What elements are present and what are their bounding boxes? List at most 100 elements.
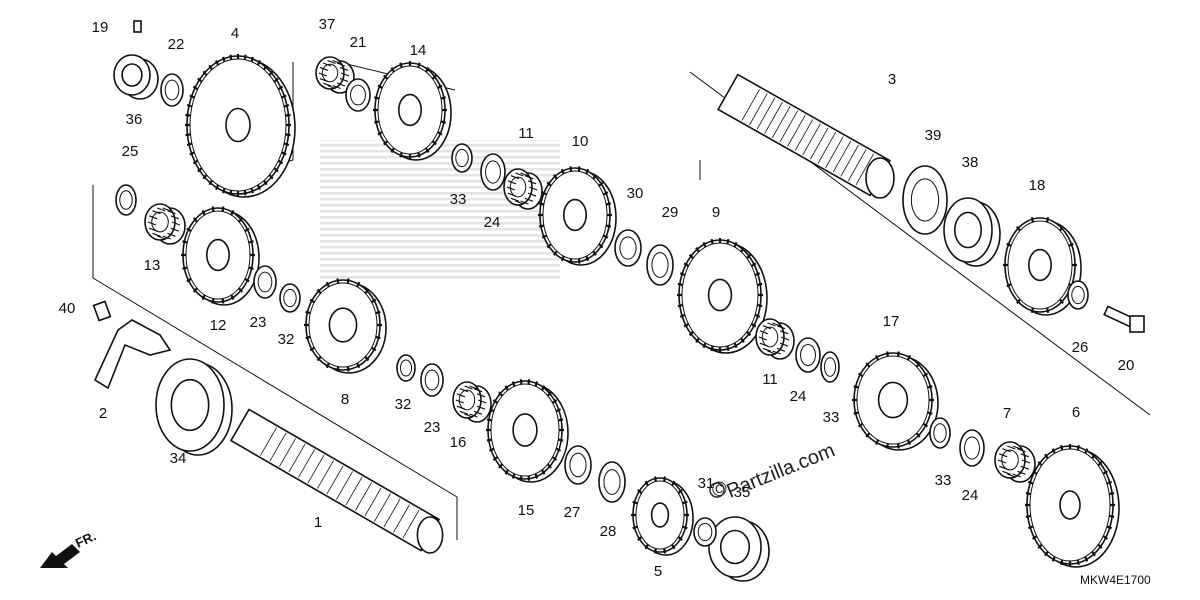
callout-21: 21 <box>350 34 367 51</box>
callout-20: 20 <box>1118 357 1135 374</box>
circlip-33a <box>451 143 473 173</box>
needle-bearing-16 <box>452 381 492 423</box>
callout-14: 14 <box>410 42 427 59</box>
callout-24: 24 <box>484 214 501 231</box>
watermark-text: Partzilla.com <box>724 439 838 502</box>
circlip-39 <box>902 165 948 235</box>
callout-30: 30 <box>627 185 644 202</box>
callout-36: 36 <box>126 111 143 128</box>
callout-numbers: 1234567891011111213141516171819202122232… <box>59 16 1135 580</box>
bearing-36 <box>113 54 159 100</box>
washer-28 <box>598 461 626 503</box>
callout-33: 33 <box>935 472 952 489</box>
gear-5 <box>631 476 694 556</box>
gear-14 <box>373 61 452 161</box>
washer-23a <box>253 265 277 299</box>
diagram-code: MKW4E1700 <box>1080 573 1151 587</box>
callout-2: 2 <box>99 405 107 422</box>
gear-4 <box>185 54 296 198</box>
countershaft <box>717 73 895 199</box>
pin-19 <box>133 20 142 33</box>
callout-16: 16 <box>450 434 467 451</box>
mainshaft <box>229 408 444 554</box>
callout-23: 23 <box>424 419 441 436</box>
bearing-35 <box>708 516 770 582</box>
washer-23b <box>420 363 444 397</box>
callout-25: 25 <box>122 143 139 160</box>
bushing-13 <box>144 203 186 245</box>
callout-3: 3 <box>888 71 896 88</box>
callout-10: 10 <box>572 133 589 150</box>
circlip-32b <box>396 354 416 382</box>
circlip-33c <box>929 417 951 449</box>
honda-watermark-logo <box>320 140 560 280</box>
bracket-2 <box>93 319 172 390</box>
washer-30 <box>614 229 642 267</box>
callout-29: 29 <box>662 204 679 221</box>
bolt-40 <box>92 300 112 322</box>
bolt-20 <box>1103 305 1145 333</box>
callout-28: 28 <box>600 523 617 540</box>
callout-33: 33 <box>450 191 467 208</box>
washer-22 <box>160 73 184 107</box>
needle-bearing-11a <box>503 168 543 210</box>
gear-6 <box>1025 444 1120 568</box>
callout-18: 18 <box>1029 177 1046 194</box>
callout-9: 9 <box>712 204 720 221</box>
callout-8: 8 <box>341 391 349 408</box>
callout-38: 38 <box>962 154 979 171</box>
callout-11: 11 <box>518 125 534 142</box>
callout-33: 33 <box>823 409 840 426</box>
callout-40: 40 <box>59 300 76 317</box>
partzilla-watermark: © Partzilla.com <box>709 439 838 503</box>
callout-23: 23 <box>250 314 267 331</box>
callout-22: 22 <box>168 36 185 53</box>
washer-31 <box>693 517 717 547</box>
callout-12: 12 <box>210 317 227 334</box>
callout-5: 5 <box>654 563 662 580</box>
callout-35: 35 <box>734 484 751 501</box>
washer-24a <box>480 153 506 191</box>
front-direction-arrow: FR. <box>40 528 98 568</box>
circlip-33b <box>820 351 840 383</box>
washer-29 <box>646 244 674 286</box>
callout-24: 24 <box>962 487 979 504</box>
callout-39: 39 <box>925 127 942 144</box>
gear-17 <box>852 351 939 451</box>
callout-37: 37 <box>319 16 336 33</box>
callout-27: 27 <box>564 504 581 521</box>
needle-bearing-11b <box>755 318 795 360</box>
needle-bearing-37 <box>315 56 355 94</box>
gear-10 <box>538 166 617 266</box>
callout-11: 11 <box>762 371 778 388</box>
callout-13: 13 <box>144 257 161 274</box>
washer-26 <box>1067 280 1089 310</box>
washer-21 <box>345 78 371 112</box>
callout-15: 15 <box>518 502 535 519</box>
washer-27 <box>564 445 592 485</box>
washer-25 <box>115 184 137 216</box>
callout-7: 7 <box>1003 405 1011 422</box>
callout-26: 26 <box>1072 339 1089 356</box>
gear-15 <box>486 379 569 483</box>
callout-6: 6 <box>1072 404 1080 421</box>
callout-1: 1 <box>314 514 322 531</box>
callout-32: 32 <box>395 396 412 413</box>
callout-4: 4 <box>231 25 239 42</box>
callout-17: 17 <box>883 313 900 330</box>
circlip-32a <box>279 283 301 313</box>
washer-24b <box>795 337 821 373</box>
bearing-34 <box>155 358 233 456</box>
parts-layer <box>92 20 1145 582</box>
callout-34: 34 <box>170 450 187 467</box>
callout-19: 19 <box>92 19 109 36</box>
svg-text:©: © <box>712 479 727 501</box>
washer-24c <box>959 429 985 467</box>
bearing-38 <box>943 197 1001 267</box>
gear-12 <box>181 206 260 306</box>
gear-9 <box>677 238 768 354</box>
callout-32: 32 <box>278 331 295 348</box>
bushing-7 <box>994 441 1036 483</box>
front-direction-label: FR. <box>73 528 98 550</box>
